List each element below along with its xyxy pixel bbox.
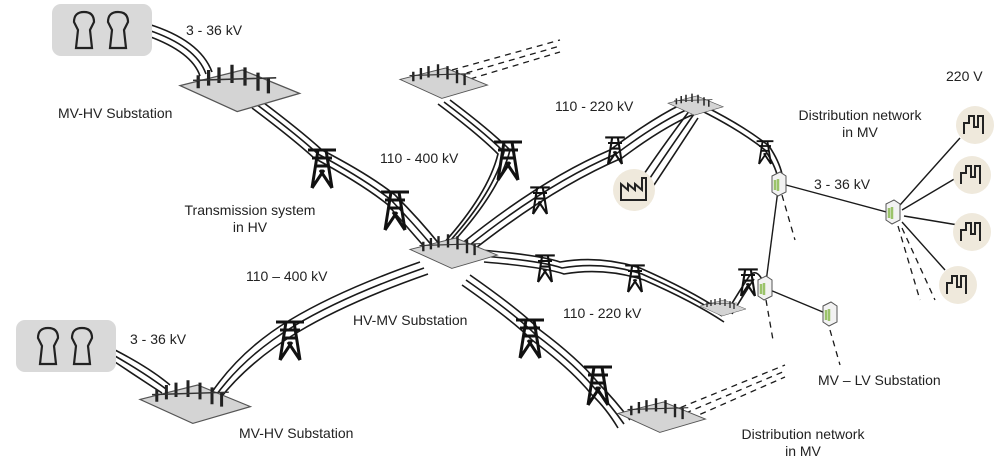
mv-lines — [765, 137, 961, 316]
transmission-label-line1: Transmission system — [184, 202, 316, 218]
voltage-label-top-left: 3 - 36 kV — [186, 22, 243, 38]
distribution-network-label-bottom: Distribution network in MV — [718, 426, 888, 460]
transmission-tower-icon — [379, 190, 411, 232]
factory-icon — [613, 169, 655, 211]
hv-mv-substation-label: HV-MV Substation — [353, 312, 468, 328]
voltage-label-distribution-top: 110 - 220 kV — [555, 98, 634, 114]
voltage-label-mv: 3 - 36 kV — [814, 176, 871, 192]
mv-lv-transformer-icon — [884, 198, 902, 226]
mv-lv-substation-label: MV – LV Substation — [818, 372, 941, 388]
house-load-icon — [955, 105, 995, 145]
mv-hv-substation-label-bottom: MV-HV Substation — [239, 425, 354, 441]
distribution-top-line1: Distribution network — [798, 107, 922, 123]
power-plant-icon — [14, 318, 118, 374]
distribution-network-label-top: Distribution network in MV — [775, 107, 945, 141]
distribution-bottom-line1: Distribution network — [741, 426, 865, 442]
house-load-icon — [938, 265, 978, 305]
substation-icon — [408, 233, 499, 270]
substation-icon — [398, 63, 489, 100]
mv-hv-substation-label-top: MV-HV Substation — [58, 105, 173, 121]
transmission-label-line2: in HV — [232, 219, 268, 235]
substation-icon — [138, 378, 252, 425]
house-load-icon — [952, 155, 992, 195]
transmission-system-label: Transmission system in HV — [170, 202, 330, 236]
mv-lv-transformer-icon — [821, 300, 839, 328]
house-load-icon — [952, 212, 992, 252]
voltage-label-transmission-left: 110 – 400 kV — [246, 268, 328, 284]
voltage-label-distribution-bottom: 110 - 220 kV — [563, 305, 642, 321]
voltage-label-bottom-left: 3 - 36 kV — [130, 331, 187, 347]
voltage-label-lv: 220 V — [946, 68, 983, 84]
substation-icon — [699, 297, 747, 317]
distribution-top-line2: in MV — [842, 124, 878, 140]
power-plant-icon — [50, 2, 154, 58]
distribution-bottom-line2: in MV — [785, 443, 821, 459]
voltage-label-transmission-top: 110 - 400 kV — [380, 150, 459, 166]
mv-lv-transformer-icon — [756, 274, 774, 302]
mv-lv-transformer-icon — [770, 170, 788, 198]
